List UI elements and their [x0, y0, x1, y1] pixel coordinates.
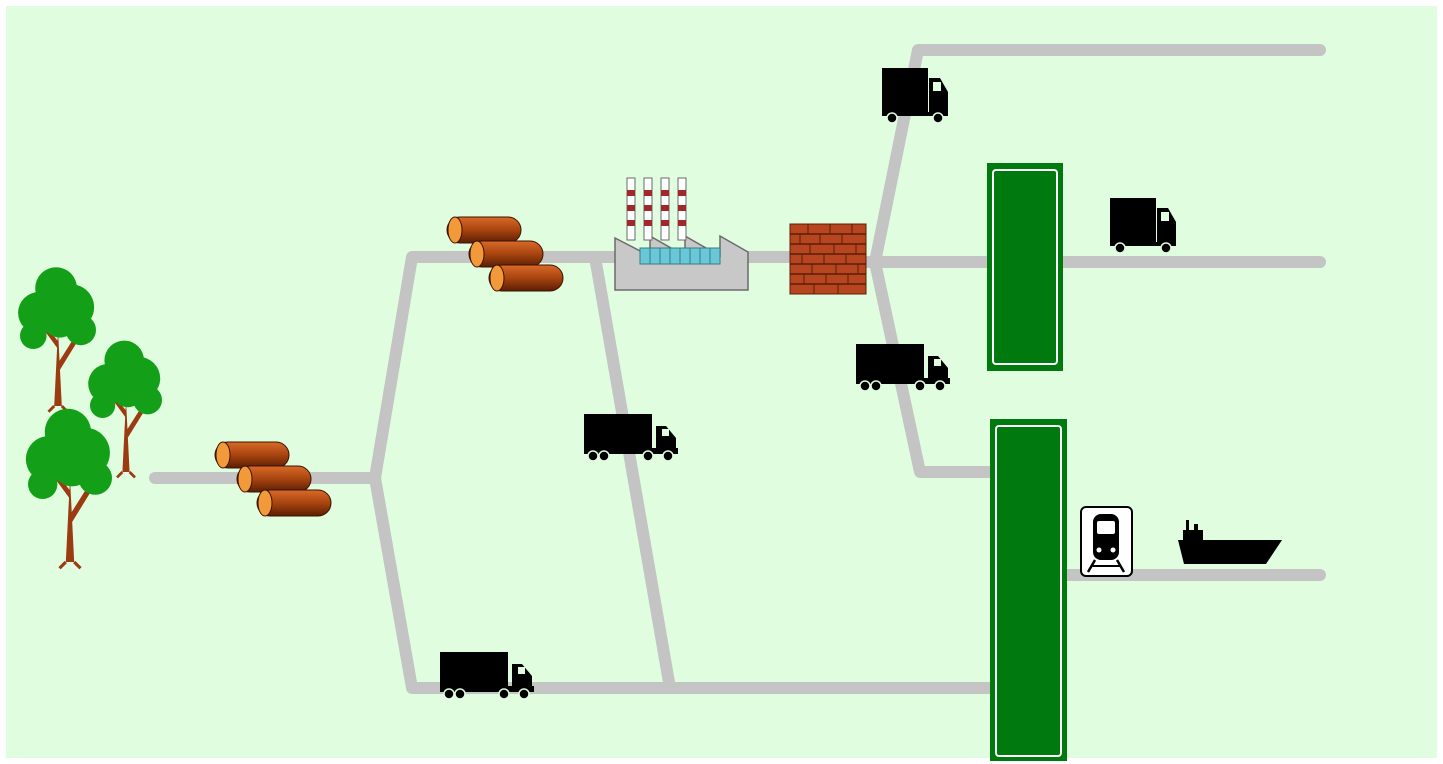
terminal-icon	[990, 419, 1067, 761]
route-lumber-to-lower-terminal	[869, 256, 996, 478]
diagram-canvas	[6, 6, 1437, 758]
route-junction-to-lower-terminal	[369, 472, 996, 694]
lumber-stack-icon	[789, 223, 867, 295]
terminal-icon	[987, 163, 1063, 371]
route-sawmill-to-lower-route	[589, 251, 676, 694]
route-lumber-to-top	[869, 44, 1326, 268]
ship-icon	[1178, 520, 1282, 564]
terminal-upper[interactable]	[987, 163, 1063, 371]
terminal-lower[interactable]	[990, 419, 1067, 761]
train-icon	[1080, 506, 1133, 577]
factory-icon	[614, 177, 749, 291]
